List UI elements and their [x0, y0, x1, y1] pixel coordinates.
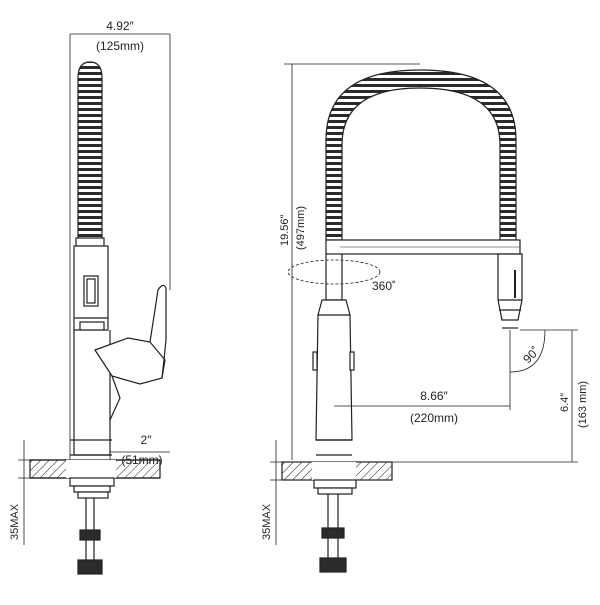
side-base-dimension [109, 445, 170, 460]
front-spout-height-in: 6.4″ [559, 393, 571, 412]
front-hose-arch [325, 69, 517, 241]
front-rotation-label: 360˚ [372, 279, 396, 293]
front-deck-thickness-dimension [270, 440, 300, 545]
front-angle-arc [509, 329, 546, 373]
front-view [270, 63, 578, 573]
side-width-dimension [69, 33, 171, 460]
front-reach-mm: (220mm) [410, 411, 458, 425]
side-deck-thickness-dimension [18, 440, 60, 545]
front-height-in: 19.56″ [279, 214, 291, 246]
side-body [70, 245, 167, 456]
front-reach-in: 8.66″ [420, 389, 448, 403]
front-height-mm: (497mm) [295, 206, 307, 250]
side-width-in: 4.92″ [106, 19, 134, 33]
side-deck-label: 35MAX [9, 503, 21, 540]
front-reach-dimension [334, 330, 511, 410]
front-angle-label: 90˚ [520, 344, 542, 366]
front-height-dimension [284, 63, 420, 460]
side-hose [75, 61, 105, 247]
side-base-in: 2″ [141, 433, 153, 447]
side-base-mm: (51mm) [121, 453, 162, 467]
front-body [312, 254, 355, 456]
front-deck-label: 35MAX [261, 503, 273, 540]
side-mounting-hardware [69, 477, 115, 575]
front-mounting-hardware [313, 479, 357, 573]
front-rotation-ellipse [287, 259, 381, 285]
front-spout-height-mm: (163 mm) [577, 381, 589, 428]
front-spout-height-dimension [352, 329, 578, 463]
front-sprayer-head [497, 253, 523, 329]
side-width-mm: (125mm) [96, 39, 144, 53]
side-view [18, 33, 171, 575]
